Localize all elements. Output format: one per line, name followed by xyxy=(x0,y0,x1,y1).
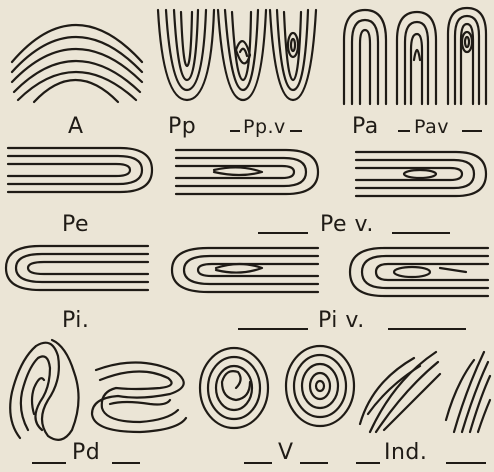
indeterminate-pattern-Ind xyxy=(360,352,440,432)
label-Pa: Pa xyxy=(352,114,379,139)
label-Pav: Pav xyxy=(414,116,449,138)
loop-pattern-Pi xyxy=(6,246,148,290)
rule-Ind-right xyxy=(446,462,486,464)
rule-Piv-left xyxy=(238,328,308,330)
loop-pattern-Ppv-b xyxy=(270,10,316,100)
loop-pattern-Piv xyxy=(172,248,318,292)
rule-Piv-right xyxy=(388,328,466,330)
loop-pattern-Ppv xyxy=(218,10,266,100)
rule-Ppv-left xyxy=(230,130,240,132)
rule-Ppv-right xyxy=(290,130,302,132)
rule-Pav-left xyxy=(398,130,410,132)
loop-pattern-Pa xyxy=(344,10,386,104)
rule-Ind-left xyxy=(356,462,380,464)
loop-pattern-Pev-b xyxy=(356,152,486,196)
loop-pattern-Pev xyxy=(176,150,318,194)
indeterminate-pattern-Ind-b xyxy=(446,352,490,432)
whorl-pattern-V-a xyxy=(200,348,268,428)
label-Ind: Ind. xyxy=(384,440,427,465)
rule-Pd-left xyxy=(32,462,66,464)
label-A: A xyxy=(68,114,84,139)
rule-Pev-left xyxy=(258,232,308,234)
label-Pi: Pi. xyxy=(62,308,89,333)
loop-pattern-Piv-b xyxy=(350,248,488,296)
label-Ppv: Pp.v xyxy=(243,116,286,138)
label-Pev: Pe v. xyxy=(320,212,374,237)
label-Pp: Pp xyxy=(168,114,196,139)
rule-V-left xyxy=(244,462,272,464)
label-Pd: Pd xyxy=(72,440,100,465)
rule-Pav-right xyxy=(462,130,482,132)
loop-pattern-Pav-b xyxy=(448,8,486,104)
rule-Pd-right xyxy=(112,462,140,464)
loop-pattern-Pp xyxy=(158,10,214,100)
arch-pattern-A xyxy=(12,25,142,102)
loop-pattern-Pe xyxy=(8,148,152,192)
label-Piv: Pi v. xyxy=(318,308,365,333)
rule-V-right xyxy=(300,462,328,464)
label-V: V xyxy=(278,440,294,465)
rule-Pev-right xyxy=(392,232,450,234)
double-loop-pattern-Pd-b xyxy=(92,362,186,432)
double-loop-pattern-Pd xyxy=(10,340,78,440)
loop-pattern-Pav xyxy=(397,12,436,104)
label-Pe: Pe xyxy=(62,212,89,237)
whorl-pattern-V-b xyxy=(286,346,354,426)
